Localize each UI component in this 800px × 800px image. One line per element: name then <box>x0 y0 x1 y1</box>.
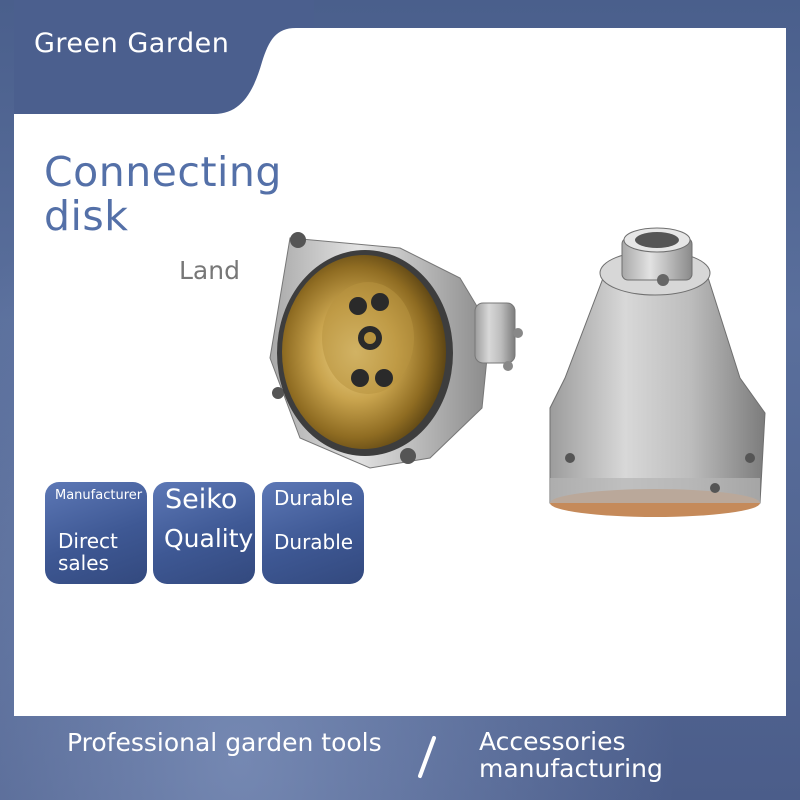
product-title: Connecting disk <box>44 150 282 238</box>
footer-tagline-right: Accessories manufacturing <box>479 728 663 782</box>
badge-durable: Durable Durable <box>262 482 364 584</box>
product-subtitle: Land <box>179 256 240 285</box>
housing-cone-view <box>549 227 766 517</box>
badge-seiko-quality: Seiko Quality <box>153 482 255 584</box>
brand-name: Green Garden <box>34 28 230 59</box>
title-line-1: Connecting <box>44 148 282 196</box>
title-line-2: disk <box>44 192 129 240</box>
footer-right-line-2: manufacturing <box>479 754 663 783</box>
footer-right-line-1: Accessories <box>479 727 626 756</box>
badge-3-top: Durable <box>274 486 354 510</box>
badge-2-bottom: Quality <box>164 524 254 553</box>
badge-1-bottom-line-2: sales <box>58 551 109 575</box>
badge-1-bottom: Direct sales <box>58 530 118 574</box>
product-image <box>269 227 766 517</box>
badge-1-top: Manufacturer <box>55 488 143 503</box>
badge-manufacturer-direct-sales: Manufacturer Direct sales <box>45 482 147 584</box>
housing-open-view <box>269 232 523 469</box>
badge-1-bottom-line-1: Direct <box>58 529 118 553</box>
footer-separator-slash <box>418 736 436 778</box>
brand-tab <box>14 0 314 114</box>
footer-tagline-left: Professional garden tools <box>67 728 382 757</box>
badge-3-bottom: Durable <box>274 530 354 554</box>
badge-2-top: Seiko <box>165 484 238 515</box>
